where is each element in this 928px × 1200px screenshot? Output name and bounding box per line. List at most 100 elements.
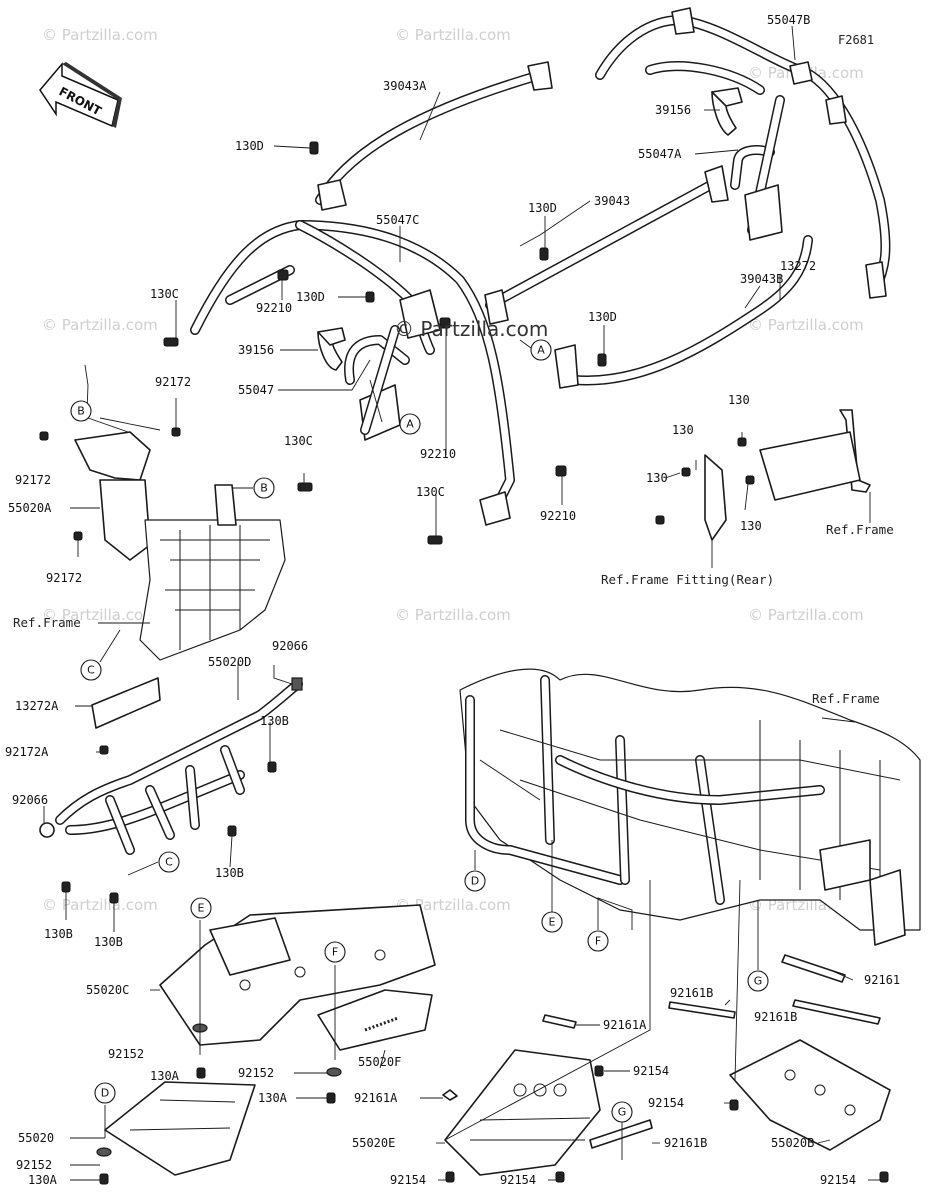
part-label: 130A (28, 1173, 58, 1187)
callout-g (611, 1101, 633, 1123)
part-label: 92152 (108, 1047, 144, 1061)
part-label: 92161B (664, 1136, 707, 1150)
watermark: © Partzilla.com (42, 896, 158, 914)
reference-labels: Ref.Frame Ref.Frame Fitting(Rear) Ref.Fr… (13, 522, 894, 706)
part-label: 130D (235, 139, 264, 153)
part-label: 55020 (18, 1131, 54, 1145)
part-label: 92154 (648, 1096, 684, 1110)
part-label: 39156 (238, 343, 274, 357)
callout-a-label: A (406, 418, 414, 431)
callout-circles: B B A A C C E F D D E F G G (70, 339, 769, 1123)
part-label: 92210 (420, 447, 456, 461)
part-label: 130 (672, 423, 694, 437)
callout-d-label: D (101, 1087, 109, 1100)
callout-g (747, 970, 769, 992)
part-label: 39043A (383, 79, 427, 93)
main-frame-drawing (459, 668, 921, 946)
callout-c (80, 659, 102, 681)
callout-g-label: G (618, 1106, 627, 1119)
center-watermark: © Partzilla.com (394, 317, 548, 341)
part-label: 55020A (8, 501, 52, 515)
bolt-markers (39, 141, 607, 545)
part-label: 92161A (354, 1091, 398, 1105)
part-label: 92172 (155, 375, 191, 389)
part-labels: 39043A 55047B 39156 55047A 130D 39043 13… (5, 13, 900, 1187)
callout-f (324, 941, 346, 963)
part-label: 130B (215, 866, 244, 880)
watermark: © Partzilla.com (748, 316, 864, 334)
part-label: 55047A (638, 147, 682, 161)
callout-b (253, 477, 275, 499)
part-label: 92152 (16, 1158, 52, 1172)
part-label: 92066 (12, 793, 48, 807)
part-label: 55020D (208, 655, 251, 669)
part-label: 55047 (238, 383, 274, 397)
part-label: 130D (588, 310, 617, 324)
ref-frame-label: Ref.Frame (826, 522, 894, 537)
callout-c-label: C (87, 664, 95, 677)
part-label: 92161B (754, 1010, 797, 1024)
part-label: 92161 (864, 973, 900, 987)
part-label: 130C (284, 434, 313, 448)
roll-cage-drawing (190, 7, 891, 526)
callout-d (464, 870, 486, 892)
watermark: © Partzilla.com (395, 896, 511, 914)
callout-b (70, 400, 92, 422)
part-label: 92066 (272, 639, 308, 653)
part-label: 92154 (390, 1173, 426, 1187)
part-label: 130C (150, 287, 179, 301)
callout-a (399, 413, 421, 435)
callout-d (94, 1082, 116, 1104)
watermark: © Partzilla.com (42, 606, 158, 624)
callout-f-label: F (595, 935, 601, 948)
part-label: 130D (528, 201, 557, 215)
figure-code: F2681 (838, 33, 874, 47)
callout-b-label: B (260, 482, 268, 495)
watermark: © Partzilla.com (748, 606, 864, 624)
watermark: © Partzilla.com (42, 316, 158, 334)
part-label: 55020E (352, 1136, 395, 1150)
part-label: 92210 (256, 301, 292, 315)
part-label: 92172A (5, 745, 49, 759)
rear-frame-fitting-drawing (655, 409, 871, 541)
callout-f-label: F (332, 946, 338, 959)
part-label: 130D (296, 290, 325, 304)
callout-b-label: B (77, 405, 85, 418)
skid-plates-drawing (96, 904, 891, 1185)
part-label: 92210 (540, 509, 576, 523)
part-label: 130B (94, 935, 123, 949)
callout-c-label: C (165, 856, 173, 869)
callout-c (158, 851, 180, 873)
callout-f (587, 930, 609, 952)
part-label: 13272 (780, 259, 816, 273)
part-label: 130B (260, 714, 289, 728)
part-label: 130B (44, 927, 73, 941)
leader-lines (43, 25, 880, 1181)
part-label: 130A (258, 1091, 288, 1105)
callout-g-label: G (754, 975, 763, 988)
part-label: 13272A (15, 699, 59, 713)
part-label: 92154 (820, 1173, 856, 1187)
part-label: 55020F (358, 1055, 401, 1069)
part-label: 39156 (655, 103, 691, 117)
front-frame-drawing (39, 431, 303, 904)
part-label: 92172 (46, 571, 82, 585)
part-label: 92161B (670, 986, 713, 1000)
part-label: 92152 (238, 1066, 274, 1080)
part-label: 55047C (376, 213, 419, 227)
part-label: 39043B (740, 272, 783, 286)
part-label: 92161A (603, 1018, 647, 1032)
part-label: 130C (416, 485, 445, 499)
part-label: 55047B (767, 13, 810, 27)
ref-frame-fitting-label: Ref.Frame Fitting(Rear) (601, 572, 774, 587)
part-label: 55020C (86, 983, 129, 997)
part-label: 130 (740, 519, 762, 533)
callout-a (530, 339, 552, 361)
part-label: 39043 (594, 194, 630, 208)
part-label: 92154 (633, 1064, 669, 1078)
callout-d-label: D (471, 875, 479, 888)
callout-e (541, 911, 563, 933)
front-arrow: FRONT (39, 61, 122, 128)
part-label: 55020B (771, 1136, 814, 1150)
